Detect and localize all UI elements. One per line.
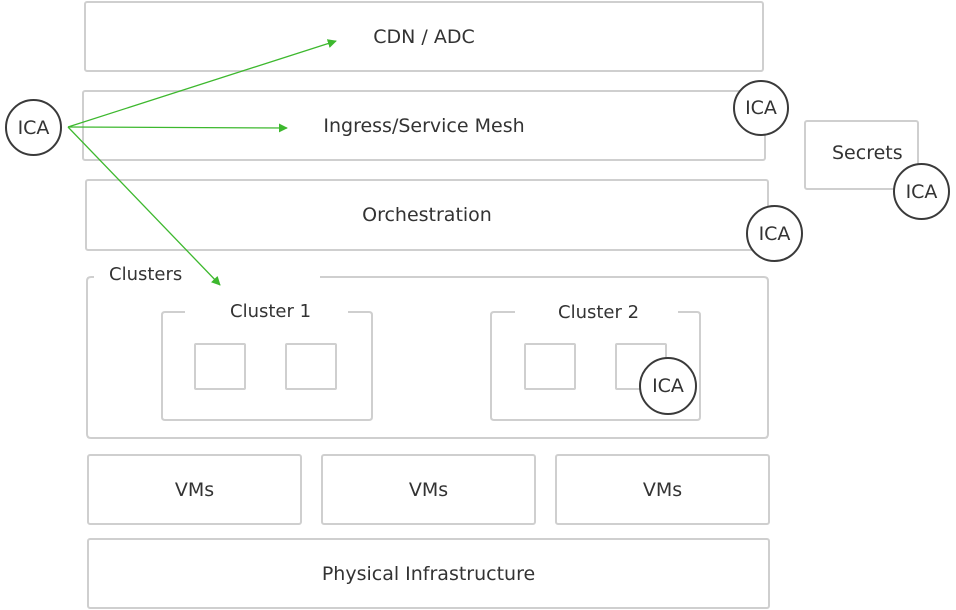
ica-circle-source: ICA xyxy=(5,99,62,156)
secrets-box: Secrets xyxy=(804,120,919,190)
orchestration-layer: Orchestration xyxy=(85,179,769,251)
clusters-label: Clusters xyxy=(109,264,183,285)
ica-circle-cluster-2: ICA xyxy=(639,357,697,415)
arrow-to-clusters xyxy=(67,126,221,286)
physical-infrastructure-label: Physical Infrastructure xyxy=(321,562,536,585)
ica-circle-orchestration: ICA xyxy=(746,205,803,262)
ica-label: ICA xyxy=(17,116,50,139)
physical-infrastructure-layer: Physical Infrastructure xyxy=(87,538,770,609)
ingress-service-mesh-label: Ingress/Service Mesh xyxy=(323,114,525,137)
vms-label: VMs xyxy=(174,478,215,501)
vms-label: VMs xyxy=(642,478,683,501)
vms-box: VMs xyxy=(555,454,770,525)
orchestration-label: Orchestration xyxy=(362,204,492,226)
ica-label: ICA xyxy=(652,375,684,397)
cluster-1-node xyxy=(285,343,337,390)
vms-box: VMs xyxy=(87,454,302,525)
ica-circle-secrets: ICA xyxy=(893,163,950,220)
ica-circle-ingress: ICA xyxy=(733,80,789,136)
cdn-adc-layer: CDN / ADC xyxy=(84,1,764,72)
ica-label: ICA xyxy=(905,180,938,203)
cluster-1-label: Cluster 1 xyxy=(230,301,312,322)
clusters-frame xyxy=(86,276,769,439)
ica-label: ICA xyxy=(758,222,791,245)
arrow-to-cdn xyxy=(67,39,337,128)
cluster-2-frame xyxy=(490,311,701,421)
cluster-1-frame xyxy=(161,311,373,421)
ica-label: ICA xyxy=(745,97,777,119)
cluster-1-node xyxy=(194,343,246,390)
vms-label: VMs xyxy=(408,478,449,501)
vms-box: VMs xyxy=(321,454,536,525)
secrets-label: Secrets xyxy=(832,142,903,164)
cdn-adc-label: CDN / ADC xyxy=(373,25,475,48)
cluster-2-node xyxy=(524,343,576,390)
cluster-2-label: Cluster 2 xyxy=(558,302,640,323)
arrow-to-ingress xyxy=(67,123,288,133)
